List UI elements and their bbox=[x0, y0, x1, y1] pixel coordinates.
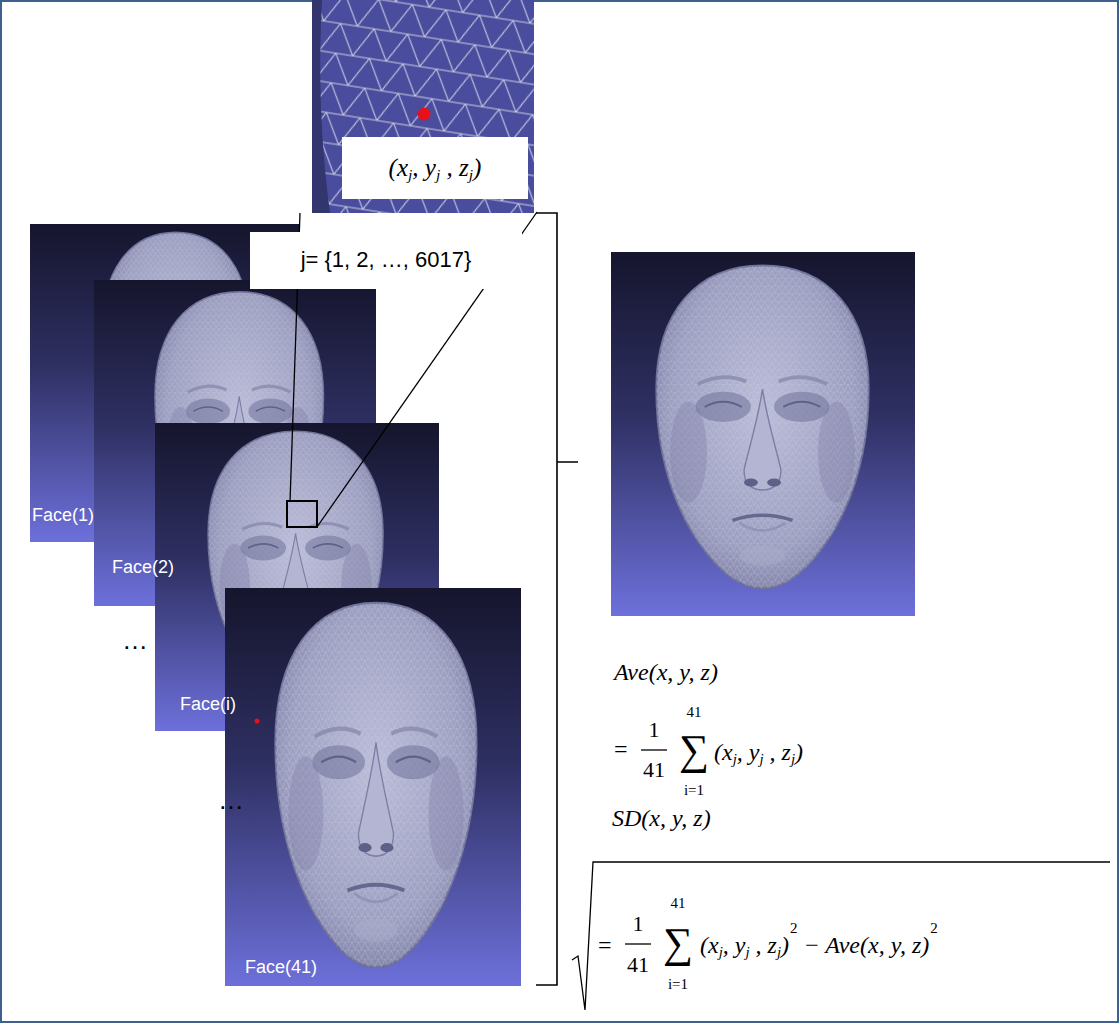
fraction-bar bbox=[641, 749, 667, 750]
subscript: j bbox=[777, 944, 781, 960]
mesh-zoom-patch bbox=[312, 0, 534, 213]
formula-text: 41 bbox=[627, 954, 649, 976]
ellipsis-mark: … bbox=[122, 627, 148, 653]
fraction-bar bbox=[625, 943, 651, 944]
formula-text: 41 bbox=[671, 896, 686, 911]
panel-background bbox=[225, 588, 521, 986]
zoom-line bbox=[317, 212, 537, 527]
subscript: j bbox=[408, 166, 412, 183]
formula-text: 2 bbox=[930, 921, 938, 936]
mesh-edge-shade bbox=[312, 0, 330, 213]
formula-text: = bbox=[614, 737, 628, 761]
face-label: Face(41) bbox=[245, 958, 317, 978]
formula-text: SD(x, y, z) bbox=[612, 806, 711, 830]
formula-text: (xj, yj , zj) bbox=[714, 740, 803, 764]
average-face bbox=[656, 266, 869, 589]
red-mark bbox=[255, 719, 260, 724]
ellipsis-mark: … bbox=[218, 787, 244, 813]
subscript: j bbox=[469, 166, 473, 183]
formula-text: − Ave(x, y, z) bbox=[804, 933, 930, 957]
coordinate-label: (xj, yj , zj) bbox=[389, 154, 482, 182]
formula-text: Ave(x, y, z) bbox=[614, 660, 718, 684]
coordinate-label: j= {1, 2, …, 6017} bbox=[301, 248, 472, 272]
average-face-panel bbox=[611, 252, 915, 616]
face-mesh bbox=[275, 603, 477, 967]
subscript: j bbox=[436, 166, 440, 183]
formula-text: i=1 bbox=[684, 783, 704, 798]
zoom-line bbox=[290, 213, 300, 502]
formula-text: 41 bbox=[687, 705, 702, 720]
bracket bbox=[536, 213, 578, 985]
face-label: Face(2) bbox=[112, 558, 174, 578]
face-label: Face(i) bbox=[180, 695, 236, 715]
face-render bbox=[225, 588, 521, 986]
subscript: j bbox=[733, 751, 737, 767]
formula-text: i=1 bbox=[668, 977, 688, 992]
mesh-triangles bbox=[312, 0, 534, 213]
square-root-sign bbox=[572, 862, 1110, 1010]
zoom-square bbox=[287, 501, 317, 527]
panel-background bbox=[611, 252, 915, 616]
formula-text: ∑ bbox=[679, 729, 709, 771]
vertex-dot bbox=[418, 108, 431, 121]
formula-text: = bbox=[598, 933, 612, 957]
formula-text: 2 bbox=[790, 921, 798, 936]
subscript: j bbox=[759, 751, 763, 767]
subscript: j bbox=[745, 944, 749, 960]
subscript: j bbox=[791, 751, 795, 767]
formula-text: 1 bbox=[633, 913, 644, 935]
formula-text: (xj, yj , zj) bbox=[700, 933, 789, 957]
face-label: Face(1) bbox=[32, 506, 94, 526]
subscript: j bbox=[719, 944, 723, 960]
label-box: j= {1, 2, …, 6017} bbox=[250, 232, 522, 289]
face-panel: Face(41) bbox=[225, 588, 521, 986]
formula-text: 41 bbox=[643, 759, 665, 781]
formula-text: ∑ bbox=[663, 922, 693, 964]
formula-text: 1 bbox=[649, 719, 660, 741]
label-box: (xj, yj , zj) bbox=[342, 137, 528, 199]
mesh-background bbox=[312, 0, 534, 213]
